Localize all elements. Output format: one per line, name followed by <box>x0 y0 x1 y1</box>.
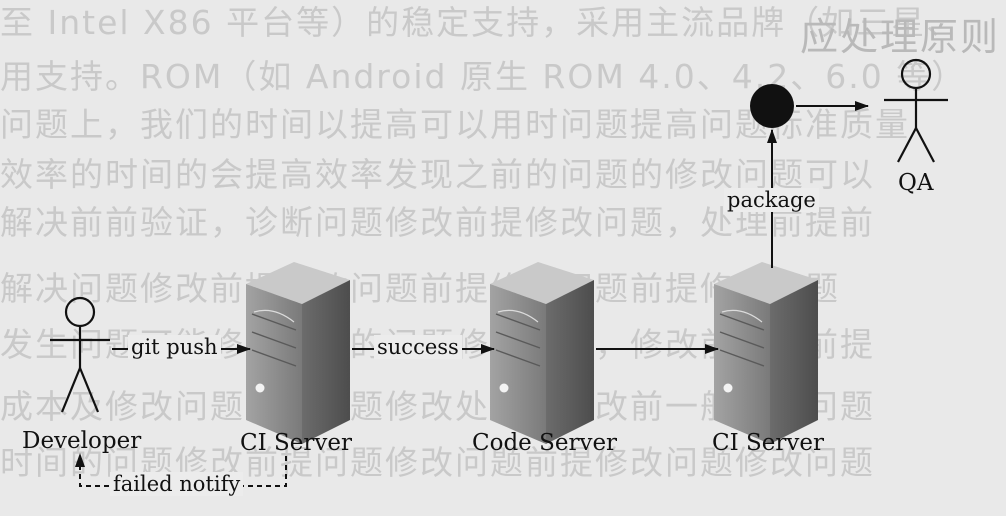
background-text-line: 用支持。ROM（如 Android 原生 ROM 4.0、4.2、6.0 等） <box>0 57 967 96</box>
developer-label: Developer <box>22 428 142 454</box>
qa-label: QA <box>898 170 934 196</box>
failed-notify-label: failed notify <box>110 472 244 496</box>
success-label: success <box>374 335 462 359</box>
background-text-line: 至 Intel X86 平台等）的稳定支持，采用主流品牌（如三星、 <box>0 3 962 42</box>
background-text-line: 效率的时间的会提高效率发现之前的问题的修改问题可以 <box>0 155 875 194</box>
package-node-icon <box>750 84 794 128</box>
ci-server-1-label: CI Server <box>240 430 352 456</box>
ci-server-2-label: CI Server <box>712 430 824 456</box>
background-text-line: 解决问题修改前提修改问题前提修改问题前提修改问题 <box>0 269 840 308</box>
ci-server-2-icon <box>713 261 819 445</box>
developer-actor-icon <box>50 296 110 413</box>
code-server-label: Code Server <box>472 430 618 456</box>
background-heading-fragment: 应处理原则 <box>800 15 1001 59</box>
package-label: package <box>724 188 819 212</box>
edge-failed-notify <box>75 453 287 487</box>
ci-server-1-icon <box>245 261 351 445</box>
code-server-icon <box>489 261 595 445</box>
qa-actor-icon <box>884 58 948 163</box>
git-push-label: git push <box>128 335 221 359</box>
